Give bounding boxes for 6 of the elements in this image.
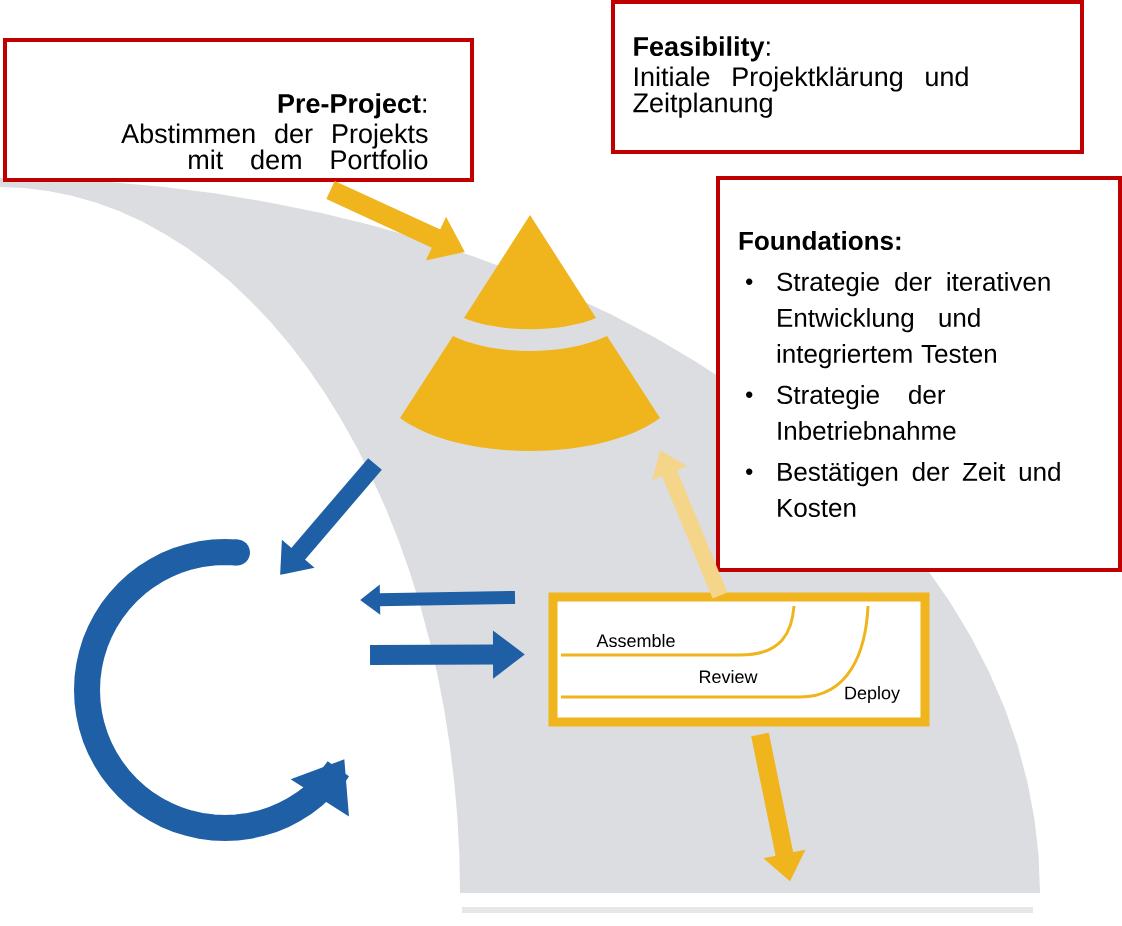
pyramid-drawing: [400, 215, 660, 451]
loop-arrow: [74, 539, 351, 841]
text-box: Feasibility: Initiale Projektklärung und Zeitplanung: [611, 0, 1084, 154]
text-box: Pre-Project: Abstimmen der Projekts mit dem Portfolio: [3, 38, 474, 182]
text-box: Foundations: Strategie der iterativen Entwicklung und integriertem Testen Strategie der Inbetriebnahme Bestätigen der Zeit und Kosten: [716, 176, 1122, 572]
phase-box: Assemble Review Deploy: [548, 592, 930, 727]
